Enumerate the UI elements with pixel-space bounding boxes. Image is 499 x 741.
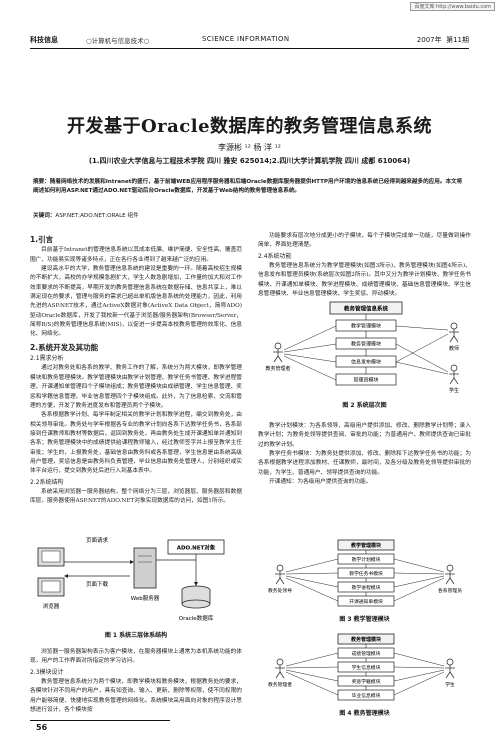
fig4-item: 奖惩学籍模块: [352, 678, 381, 685]
paper-title: 开发基于Oracle数据库的教务管理信息系统: [66, 116, 433, 137]
fig3-item: 教学任务书模块: [349, 570, 383, 577]
right-column: 功能要求有层次地分成更小的子模块，每个子模块完成单一功能，尽量做到操作简单，界面…: [258, 232, 471, 299]
oracle-db-label: Oracle数据库: [179, 614, 214, 622]
figure-4-diagram: 教务管理模块 成绩管理模块 学生信息模块 奖惩学籍模块 毕业信息模块 教务管理者…: [268, 633, 455, 701]
paragraph: 功能要求有层次地分成更小的子模块，每个子模块完成单一功能，尽量做到操作简单，界面…: [258, 233, 471, 249]
watermark: 百度文库 http://www.baidu.com: [410, 2, 495, 11]
left-column: 1.引言 目前基于Intranet的管理信息系统以其成本低廉、维护简便、安全性高…: [30, 232, 242, 507]
issue-number: 第11期: [446, 36, 469, 44]
paragraph: 目前基于Intranet的管理信息系统以其成本低廉、维护简便、安全性高、覆盖范围…: [30, 247, 242, 263]
paragraph: 开课通知：为各级用户提供查询的功能。: [269, 479, 372, 486]
fig4-item: 毕业信息模块: [352, 692, 381, 699]
page-header: 科技信息 ○计算机与信息技术○ SCIENCE INFORMATION 2007…: [30, 35, 469, 49]
keywords-text: ASP.NET;ADO.NET;ORALE 组件: [55, 213, 139, 219]
paragraph: 教务管理信息系统分为教学管理模块(如图3所示)、教务管理模块(如图4所示)、信息…: [258, 263, 471, 298]
figure-2: 教务管理信息系统 教学管理模块 教务管理模块 信息发布模块 管理员模块 教务管理…: [258, 300, 471, 410]
fig2-node: 教学管理模块: [351, 323, 381, 330]
figure-3: 教学管理模块 教学计划模块 教学任务书模块 教学进程模块 开课通知单模块 教务处…: [258, 538, 471, 624]
keywords-label: 关键词：: [33, 213, 56, 219]
series-name: ○计算机与信息技术○: [86, 37, 150, 45]
subsection-heading: 2.4系统功能: [258, 252, 292, 260]
paragraph: 建设高水平的大学，教务管理信息系统的建设是重要的一环。随着高校招生规模的不断扩大…: [30, 266, 242, 338]
fig2-actor-left: 教务管理者: [265, 365, 290, 372]
figure-4: 教务管理模块 成绩管理模块 学生信息模块 奖惩学籍模块 毕业信息模块 教务管理者…: [258, 632, 471, 718]
fig4-root: 教务管理模块: [350, 636, 382, 643]
paragraph: 教务管理信息系统分为两个模块，即教学模块和教务模块，根据教务处的要求，各模块针对…: [30, 679, 242, 714]
fig3-actor-left: 教务处领导: [268, 587, 292, 594]
journal-english: SCIENCE INFORMATION: [202, 35, 290, 43]
footer-rule: [30, 720, 170, 721]
fig4-item: 学生信息模块: [352, 664, 381, 671]
fig2-actor-right1: 教师: [449, 345, 459, 352]
figure-4-caption: 图 4 教务管理模块: [339, 710, 390, 717]
journal-name: 科技信息: [30, 36, 58, 44]
fig4-actor-right: 学生: [445, 681, 455, 688]
subsection-heading: 2.3模块设计: [30, 668, 64, 676]
subsection-heading: 2.1需求分析: [30, 355, 64, 363]
page-request-label: 页面请求: [86, 536, 109, 544]
fig3-item: 开课通知单模块: [349, 598, 383, 605]
paragraph: 通过对教务处和各系的教学、教务工作的了解，系统分为两大模块，即教学管理模块和教务…: [30, 365, 242, 409]
left-column-continued: 浏览器一服务器架构表示为客户模块，在服务器模块上通常为本机系统功能的体现，用户的…: [30, 648, 242, 715]
fig4-actor-left: 教务管理者: [268, 681, 292, 688]
section-intro-heading: 1.引言: [30, 235, 54, 244]
page-download-label: 页面下载: [86, 580, 109, 588]
fig4-item: 成绩管理模块: [352, 650, 381, 657]
fig2-node: 信息发布模块: [351, 359, 381, 366]
fig3-actor-right: 各系管理员: [438, 587, 462, 594]
year: 2007年: [416, 36, 442, 44]
subsection-heading: 2.2系统结构: [30, 478, 64, 486]
ado-net-label: ADO.NET对象: [177, 544, 216, 552]
page-footer: 56: [30, 720, 469, 734]
paragraph: 教学任务书模块：为教务处提供添加、修改、删除和下达教学任务书的功能；为各系根据教…: [258, 451, 471, 476]
fig3-root: 教学管理模块: [350, 542, 382, 549]
right-column-mid: 教学计划模块：为各系领导、高级用户提供添加、修改、删除教学计划等；录入教学计划；…: [258, 422, 471, 487]
paragraph: 教学计划模块：为各系领导、高级用户提供添加、修改、删除教学计划等；录入教学计划；…: [258, 423, 471, 448]
fig3-item: 教学进程模块: [352, 584, 381, 591]
figure-2-caption: 图 2 系统层次图: [342, 402, 387, 409]
fig3-item: 教学计划模块: [352, 556, 381, 563]
issue-info: 2007年 第11期: [417, 35, 469, 45]
fig2-actor-right2: 学生: [449, 387, 459, 394]
fig2-node: 教务管理模块: [351, 341, 381, 348]
keywords: 关键词：ASP.NET;ADO.NET;ORALE 组件: [33, 211, 466, 219]
figure-1-diagram: 浏览器 页面请求 页面下载 Web服务器 ADO.NET对象 Oracle数据库: [37, 536, 225, 622]
figure-1-caption: 图 1 系统三层体系结构: [104, 632, 168, 639]
abstract: 摘要：随着网络技术的发展和Intranet的盛行，基于前端WEB应用程序服务器和…: [33, 179, 463, 195]
paragraph: 各系根据教学计划、每学年制定相关的教学计划和教学进程，编交到教务处，由相关领导审…: [30, 412, 242, 475]
page-number: 56: [36, 723, 48, 732]
fig2-root: 教务管理信息系统: [343, 305, 389, 313]
paragraph: 系统采用浏览器一服务器结构，整个网络分为三层，浏览器层、服务器层和数据库层，服务…: [30, 488, 242, 505]
header-rule: [30, 48, 469, 49]
figure-1: 浏览器 页面请求 页面下载 Web服务器 ADO.NET对象 Oracle数据库…: [30, 520, 242, 640]
browser-label: 浏览器: [43, 602, 60, 610]
affiliation: (1.四川农业大学信息与工程技术学院 四川 雅安 625014;2.四川大学计算…: [88, 157, 411, 165]
section-heading: 2.系统开发及其功能: [30, 342, 99, 352]
figure-3-diagram: 教学管理模块 教学计划模块 教学任务书模块 教学进程模块 开课通知单模块 教务处…: [268, 539, 462, 607]
paragraph: 浏览器一服务器架构表示为客户模块，在服务器模块上通常为本机系统功能的体现，用户的…: [30, 649, 242, 665]
figure-2-diagram: 教务管理信息系统 教学管理模块 教务管理模块 信息发布模块 管理员模块 教务管理…: [265, 301, 459, 394]
web-server-label: Web服务器: [131, 594, 160, 602]
authors: 李源彬 ¹² 杨 洋 ¹²: [218, 143, 281, 152]
fig2-node: 管理员模块: [353, 377, 378, 384]
figure-3-caption: 图 3 教学管理模块: [339, 616, 390, 623]
